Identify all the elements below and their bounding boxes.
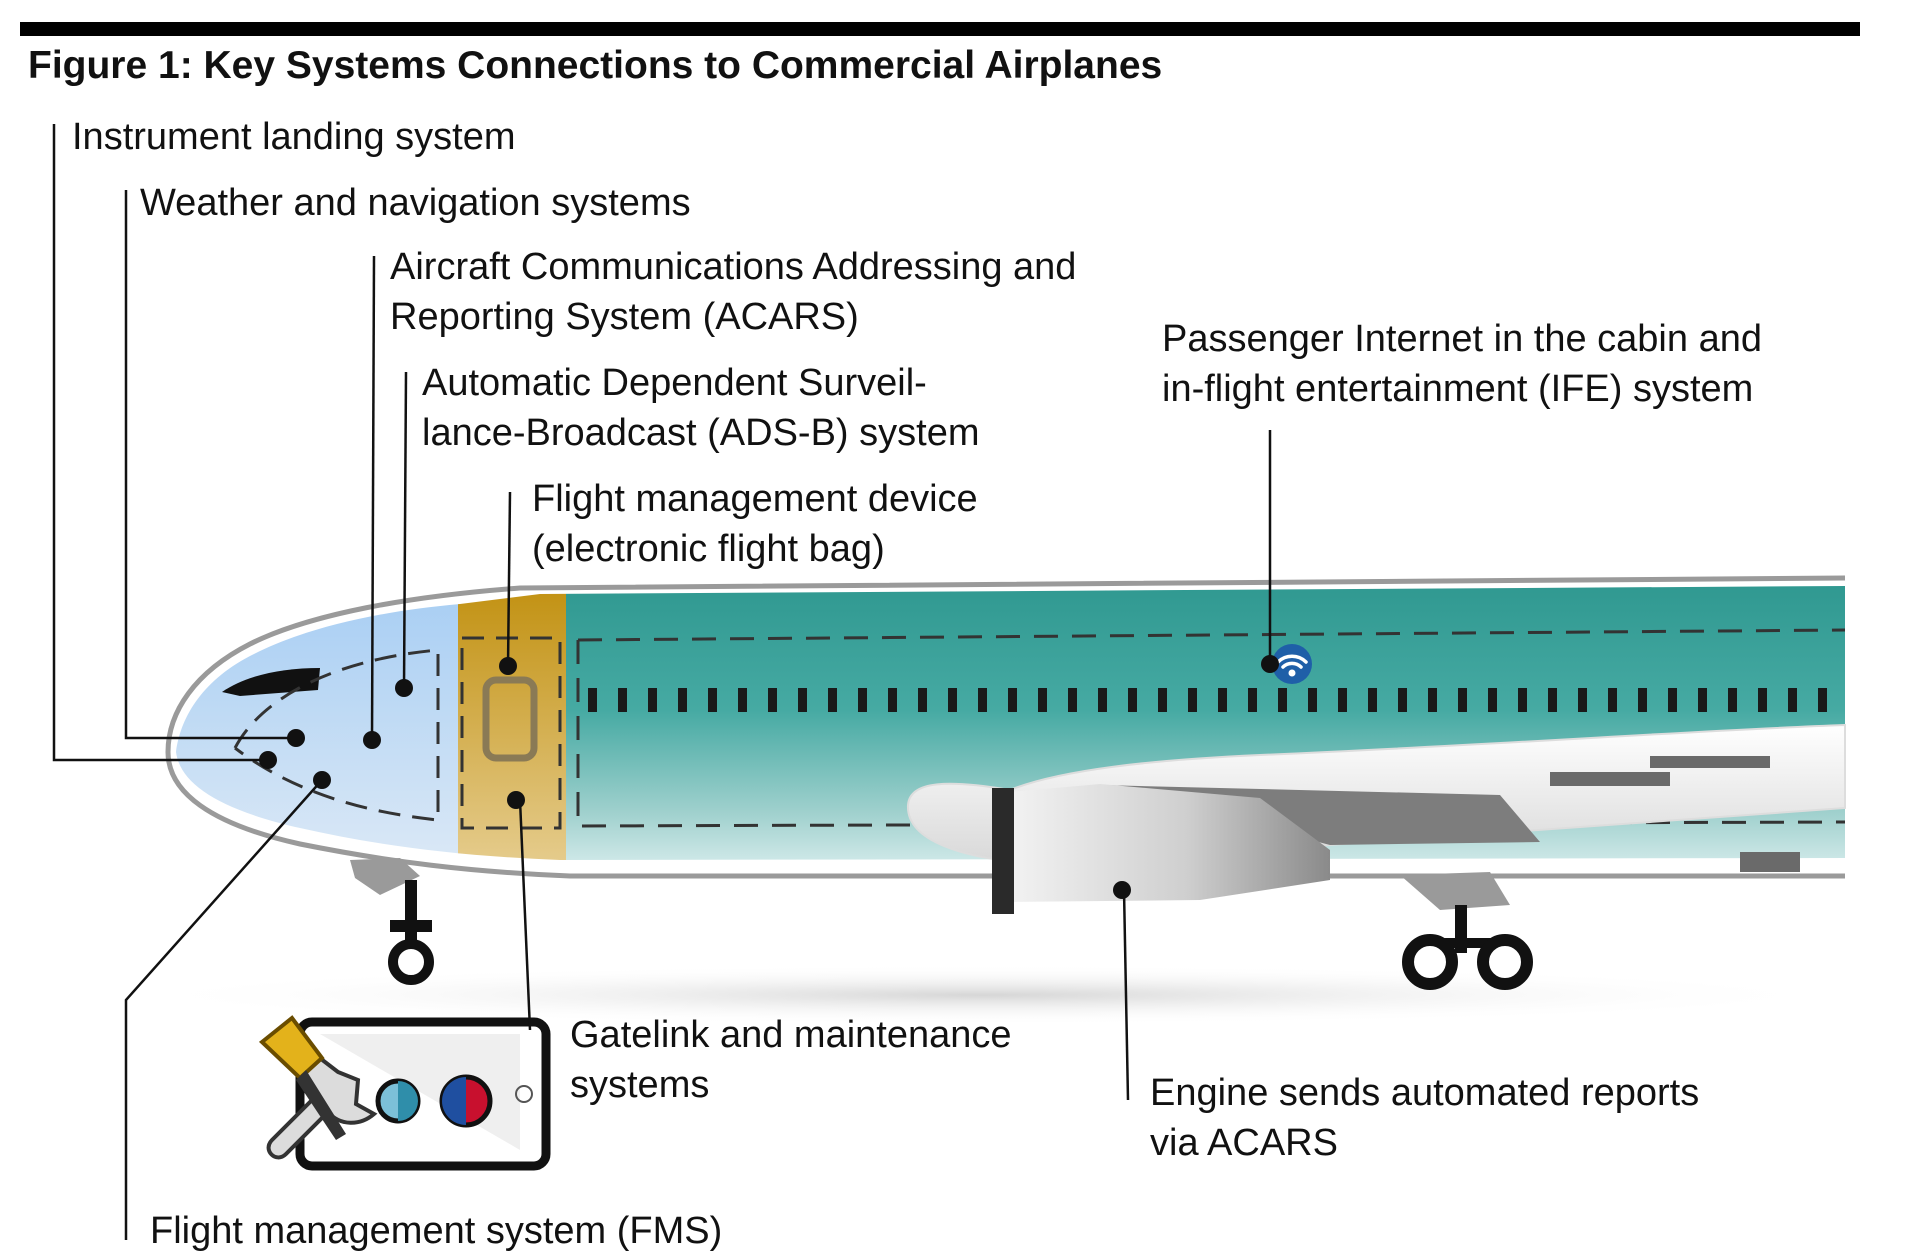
cabin-window [1188,688,1197,712]
cabin-window [588,688,597,712]
cabin-window [1818,688,1827,712]
cabin-window [738,688,747,712]
cabin-window [858,688,867,712]
figure-title: Figure 1: Key Systems Connections to Com… [28,44,1163,87]
cabin-window [1668,688,1677,712]
cabin-window [1698,688,1707,712]
cabin-window [618,688,627,712]
cabin-window [978,688,987,712]
cabin-window [1578,688,1587,712]
wing-flap [1650,756,1770,768]
leader-lines [52,124,1272,1240]
cabin-window [1518,688,1527,712]
cabin-window [948,688,957,712]
cabin-window [1428,688,1437,712]
label-electronic-flight-bag: Flight management device (electronic fli… [532,478,978,570]
label-gatelink-maintenance: Gatelink and maintenance systems [570,1014,1012,1106]
cabin-window [828,688,837,712]
cabin-window [918,688,927,712]
label-weather-navigation: Weather and navigation systems [140,182,691,224]
wing-fairing [1740,852,1800,872]
wifi-icon [1272,644,1312,684]
label-acars: Aircraft Communications Addressing and R… [390,246,1077,338]
nose-landing-gear [350,858,434,985]
cabin-window [1638,688,1647,712]
engine-nacelle [1010,784,1330,902]
cabin-window [1338,688,1347,712]
nose-zone [233,648,440,822]
label-flight-management-system: Flight management system (FMS) [150,1210,723,1252]
cockpit-zone [460,636,562,830]
cabin-window [1548,688,1557,712]
cabin-window [1788,688,1797,712]
title-rule [20,22,1860,36]
label-adsb: Automatic Dependent Surveil- lance-Broad… [422,362,980,454]
wing-flap [1550,772,1670,786]
cabin-window [1008,688,1017,712]
cabin-window [1398,688,1407,712]
cabin-window [1158,688,1167,712]
cabin-window [1098,688,1107,712]
cabin-window [1758,688,1767,712]
label-engine-reports: Engine sends automated reports via ACARS [1150,1072,1700,1164]
window-row [588,688,1827,712]
cabin-window [768,688,777,712]
cabin-window [1128,688,1137,712]
cabin-window [648,688,657,712]
cabin-window [798,688,807,712]
main-landing-gear [1400,872,1533,990]
cabin-window [1608,688,1617,712]
cabin-window [1218,688,1227,712]
connection-points [259,655,1279,899]
cabin-window [1068,688,1077,712]
screwdriver-icon [258,1015,346,1140]
cabin-window [888,688,897,712]
cockpit-section [458,586,566,860]
cabin-window [678,688,687,712]
cabin-window [1248,688,1257,712]
engine-intake [992,788,1014,914]
cabin-window [1488,688,1497,712]
cabin-window [1278,688,1287,712]
cabin-window [1308,688,1317,712]
tablet-icon [295,1017,551,1171]
cabin-window [1038,688,1047,712]
label-instrument-landing-system: Instrument landing system [72,116,516,158]
cabin-window [1458,688,1467,712]
cabin-window [1368,688,1377,712]
cabin-window [708,688,717,712]
cabin-window [1728,688,1737,712]
label-passenger-internet-ife: Passenger Internet in the cabin and in-f… [1162,318,1762,410]
electronic-flight-bag [482,676,538,762]
